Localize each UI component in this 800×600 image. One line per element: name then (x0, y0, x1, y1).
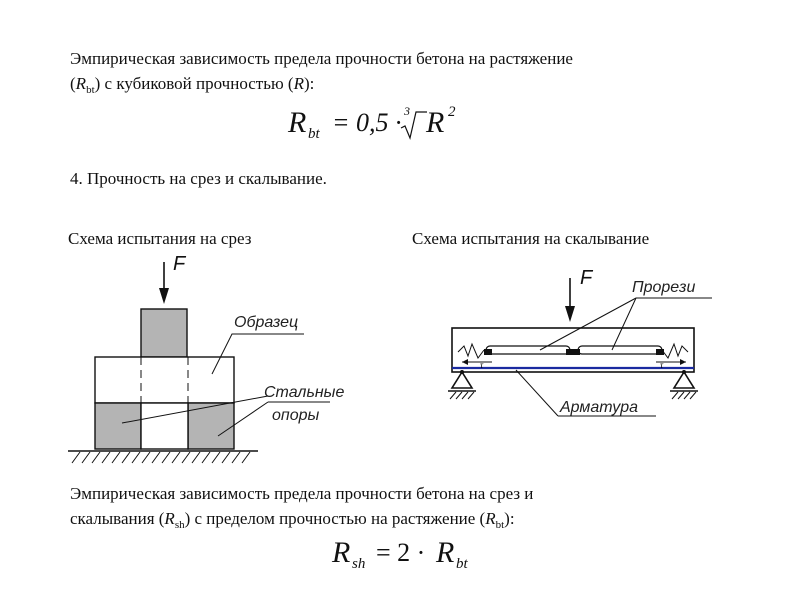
support-right-hatching (671, 391, 697, 400)
outro-text-c: ): (504, 509, 515, 528)
leader-rebar (515, 369, 559, 417)
steel-support-left (94, 402, 142, 450)
formula1-lhs-sub: bt (308, 126, 320, 142)
force-label: F (173, 253, 187, 275)
caption-spalling: Схема испытания на скалывание (412, 229, 650, 248)
force-arrow-head-icon (159, 288, 169, 304)
caption-shear: Схема испытания на срез (68, 229, 252, 248)
subscript-bt-2: bt (495, 519, 505, 531)
formula1-exponent: 2 (448, 104, 456, 120)
radical-sign-icon (400, 111, 427, 140)
intro-line-1: Эмпирическая зависимость предела прочнос… (70, 49, 573, 68)
tau-arrow-left-icon (462, 359, 468, 365)
label-supports-1: Стальные (264, 384, 344, 401)
formula1-rhs: = 0,5 · (332, 108, 402, 137)
formula2-lhs-sub: sh (352, 556, 366, 572)
label-cuts: Прорези (632, 279, 695, 296)
force-arrow-head-right-icon (565, 306, 575, 322)
outro-text-a: скалывания ( (70, 509, 165, 528)
tau-right: τ (660, 360, 664, 370)
label-rebar: Арматура (559, 399, 638, 416)
label-supports-2: опоры (272, 407, 320, 424)
leader-cuts-1 (539, 297, 637, 351)
force-label-right: F (580, 267, 594, 289)
formula2-rhs: = 2 · (376, 538, 426, 567)
leader-sample (211, 333, 304, 375)
support-left-hatching (449, 391, 475, 400)
zigzag-right-icon (661, 342, 689, 359)
leader-supports-1 (121, 395, 269, 424)
formula2-rhs-sub: bt (456, 556, 468, 572)
tau-arrow-right-icon (680, 359, 686, 365)
outro-text-b: ) с пределом прочностью на растяжение ( (184, 509, 486, 528)
symbol-r-sh: R (164, 509, 175, 528)
subscript-sh: sh (174, 519, 185, 531)
zigzag-left-icon (457, 342, 485, 359)
paren-open: ( (70, 74, 76, 93)
cut-right (577, 345, 663, 355)
intro-mid-text: ) с кубиковой прочностью ( (94, 74, 294, 93)
intro-line-2: (Rbt) с кубиковой прочностью (R): (70, 73, 314, 101)
symbol-r: R (75, 74, 87, 93)
formula2-lhs: R (332, 536, 351, 569)
leader-cuts-2 (611, 297, 637, 351)
symbol-r-bt: R (485, 509, 496, 528)
formula2-rhs-r: R (436, 536, 455, 569)
steel-support-right (187, 402, 235, 450)
support-right-icon (672, 370, 696, 389)
paren-close: ): (304, 74, 315, 93)
formula-rbt: R bt = 0,5 · 3 R 2 (288, 104, 478, 144)
outro-line-2: скалывания (Rsh) с пределом прочностью н… (70, 508, 515, 536)
formula-rsh: R sh = 2 · R bt (332, 536, 492, 576)
formula1-root-index: 3 (404, 104, 410, 118)
formula1-lhs: R (288, 106, 307, 139)
ground-hatching (71, 451, 251, 464)
label-sample: Образец (234, 314, 298, 331)
formula1-root-body: R (426, 106, 445, 139)
symbol-r-cube: R (293, 74, 304, 93)
tau-left: τ (480, 360, 484, 370)
outro-line-1: Эмпирическая зависимость предела прочнос… (70, 484, 534, 503)
support-left-icon (450, 370, 474, 389)
section-heading: 4. Прочность на срез и скалывание. (70, 169, 327, 188)
leader-supports-2 (217, 401, 269, 437)
cut-left (485, 345, 571, 355)
subscript-bt: bt (86, 84, 95, 96)
